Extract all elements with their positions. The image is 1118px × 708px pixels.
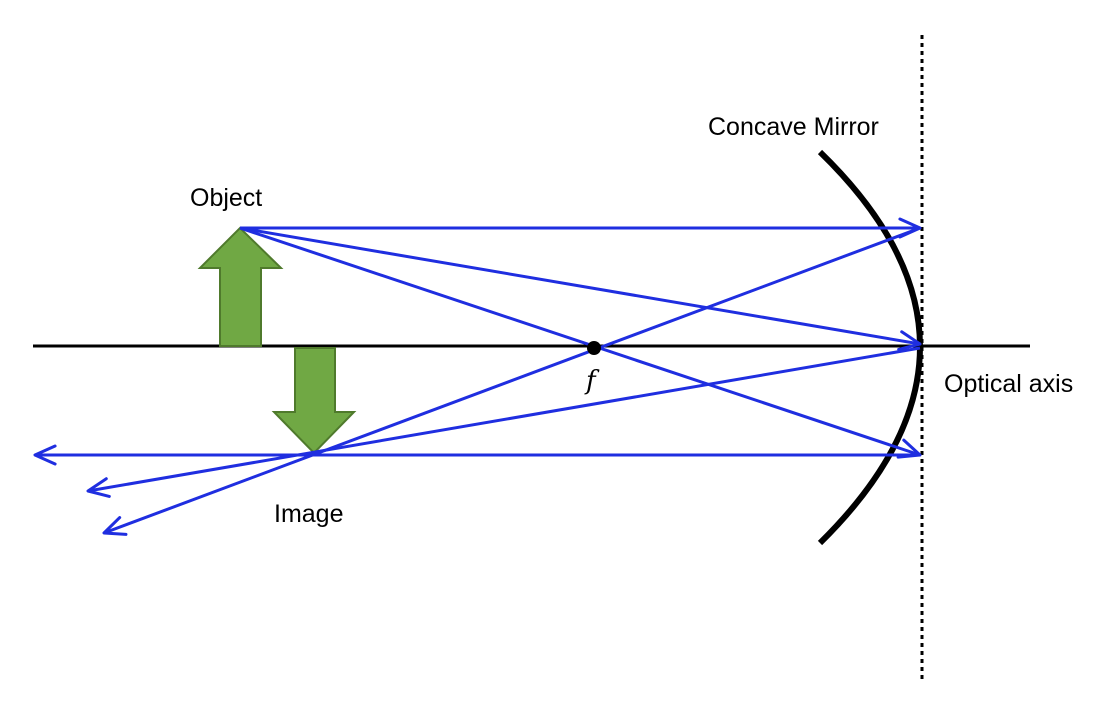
optical-axis-label: Optical axis [944,370,1073,398]
mirror-label: Concave Mirror [708,113,879,141]
object-arrow [197,226,284,347]
ray-reflected-from-vertex [87,346,921,493]
image-arrow [271,347,357,455]
ray-reflected-parallel-arrowhead [33,444,57,466]
ray-reflected-from-vertex-arrowhead [86,477,111,498]
ray-reflected-through-focus [103,226,921,535]
ray-object-to-vertex-arrowhead [897,330,922,351]
ray-object-through-focus [239,226,921,457]
focal-point-dot [587,341,601,355]
concave-mirror [817,149,923,546]
light-rays [33,217,922,536]
ray-object-to-vertex [239,226,921,346]
object-label: Object [190,184,262,212]
image-label: Image [274,500,343,528]
ray-reflected-through-focus-arrowhead [102,516,128,536]
focal-point-label: f [584,366,600,396]
